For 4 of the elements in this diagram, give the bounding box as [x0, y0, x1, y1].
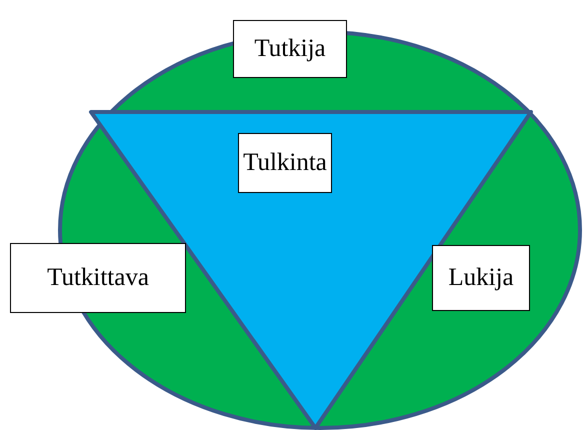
- label-box: Tutkittava: [10, 243, 186, 313]
- label-box: Tulkinta: [238, 133, 332, 193]
- label-box: Lukija: [432, 245, 530, 311]
- label-box: Tutkija: [233, 20, 347, 78]
